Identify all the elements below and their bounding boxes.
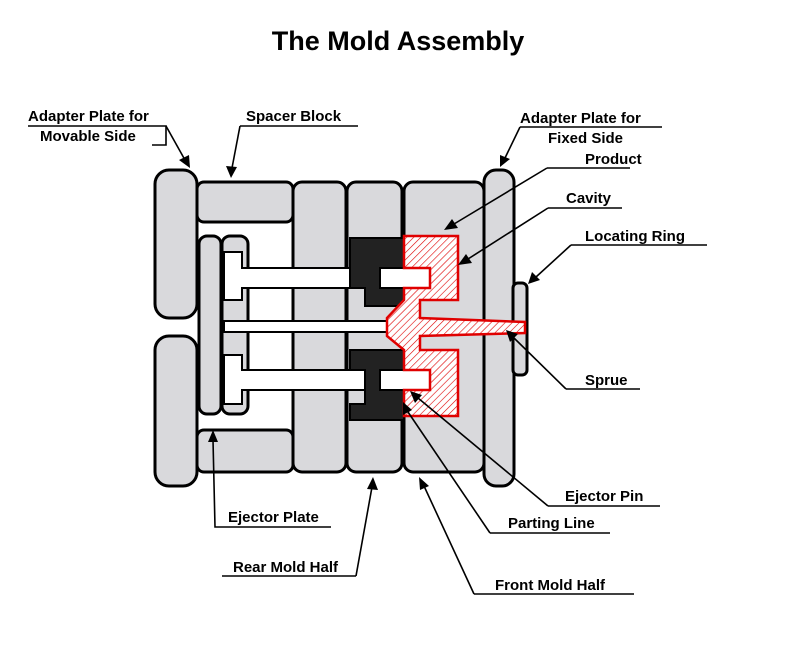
label-locating-ring-text: Locating Ring	[585, 228, 685, 245]
label-ejector-plate-text: Ejector Plate	[228, 509, 319, 526]
sprue-puller-bore	[223, 320, 395, 333]
label-cavity: Cavity	[458, 190, 622, 265]
label-front-mold-half-text: Front Mold Half	[495, 577, 606, 594]
label-ejector-pin-text: Ejector Pin	[565, 488, 643, 505]
label-adapter-fixed-line2: Fixed Side	[548, 130, 623, 147]
label-adapter-plate-fixed: Adapter Plate for Fixed Side	[500, 110, 662, 167]
label-spacer-block-text: Spacer Block	[246, 108, 342, 125]
label-adapter-fixed-line1: Adapter Plate for	[520, 110, 641, 127]
label-parting-line-text: Parting Line	[508, 515, 595, 532]
arrowhead-icon	[419, 477, 429, 490]
label-product: Product	[444, 151, 642, 230]
arrowhead-icon	[528, 272, 540, 284]
spacer-block-top	[195, 180, 295, 224]
leader-line	[417, 397, 549, 507]
label-rear-mold-half: Rear Mold Half	[222, 477, 378, 577]
label-adapter-movable-line2: Movable Side	[40, 128, 136, 145]
leader-line	[212, 439, 228, 528]
leader-line	[513, 337, 567, 390]
leader-line	[453, 167, 548, 225]
arrowhead-icon	[444, 219, 458, 230]
arrowhead-icon	[208, 430, 218, 442]
label-rear-mold-half-text: Rear Mold Half	[233, 559, 339, 576]
label-sprue-text: Sprue	[585, 372, 628, 389]
label-adapter-movable-line1: Adapter Plate for	[28, 108, 149, 125]
arrowhead-icon	[403, 402, 412, 415]
product-cavity	[385, 234, 527, 418]
arrowhead-icon	[179, 155, 190, 168]
ejector-plate-outer	[197, 234, 223, 416]
leader-line	[467, 207, 549, 260]
leader-line	[165, 125, 186, 161]
arrowhead-icon	[226, 166, 237, 178]
diagram-title: The Mold Assembly	[272, 26, 525, 56]
leader-line	[407, 411, 491, 534]
leader-line	[231, 125, 241, 169]
label-spacer-block: Spacer Block	[226, 108, 358, 178]
leader-line	[504, 126, 521, 159]
leader-line	[355, 486, 373, 577]
label-locating-ring: Locating Ring	[528, 228, 707, 284]
leader-line	[535, 244, 572, 278]
label-parting-line: Parting Line	[403, 402, 610, 534]
arrowhead-icon	[367, 477, 378, 490]
arrowhead-icon	[458, 254, 472, 265]
leader-line	[423, 485, 475, 595]
label-cavity-text: Cavity	[566, 190, 612, 207]
label-ejector-pin: Ejector Pin	[410, 391, 660, 507]
arrowhead-icon	[410, 391, 422, 403]
underline	[28, 125, 167, 146]
label-adapter-plate-movable: Adapter Plate for Movable Side	[28, 108, 190, 168]
label-ejector-plate: Ejector Plate	[208, 430, 331, 528]
arrowhead-icon	[506, 330, 518, 342]
label-product-text: Product	[585, 151, 642, 168]
adapter-plate-movable-top	[153, 168, 199, 320]
adapter-plate-movable-bottom	[153, 334, 199, 488]
arrowhead-icon	[500, 155, 510, 167]
mold-body	[153, 168, 529, 488]
label-front-mold-half: Front Mold Half	[419, 477, 634, 595]
label-sprue: Sprue	[506, 330, 640, 390]
